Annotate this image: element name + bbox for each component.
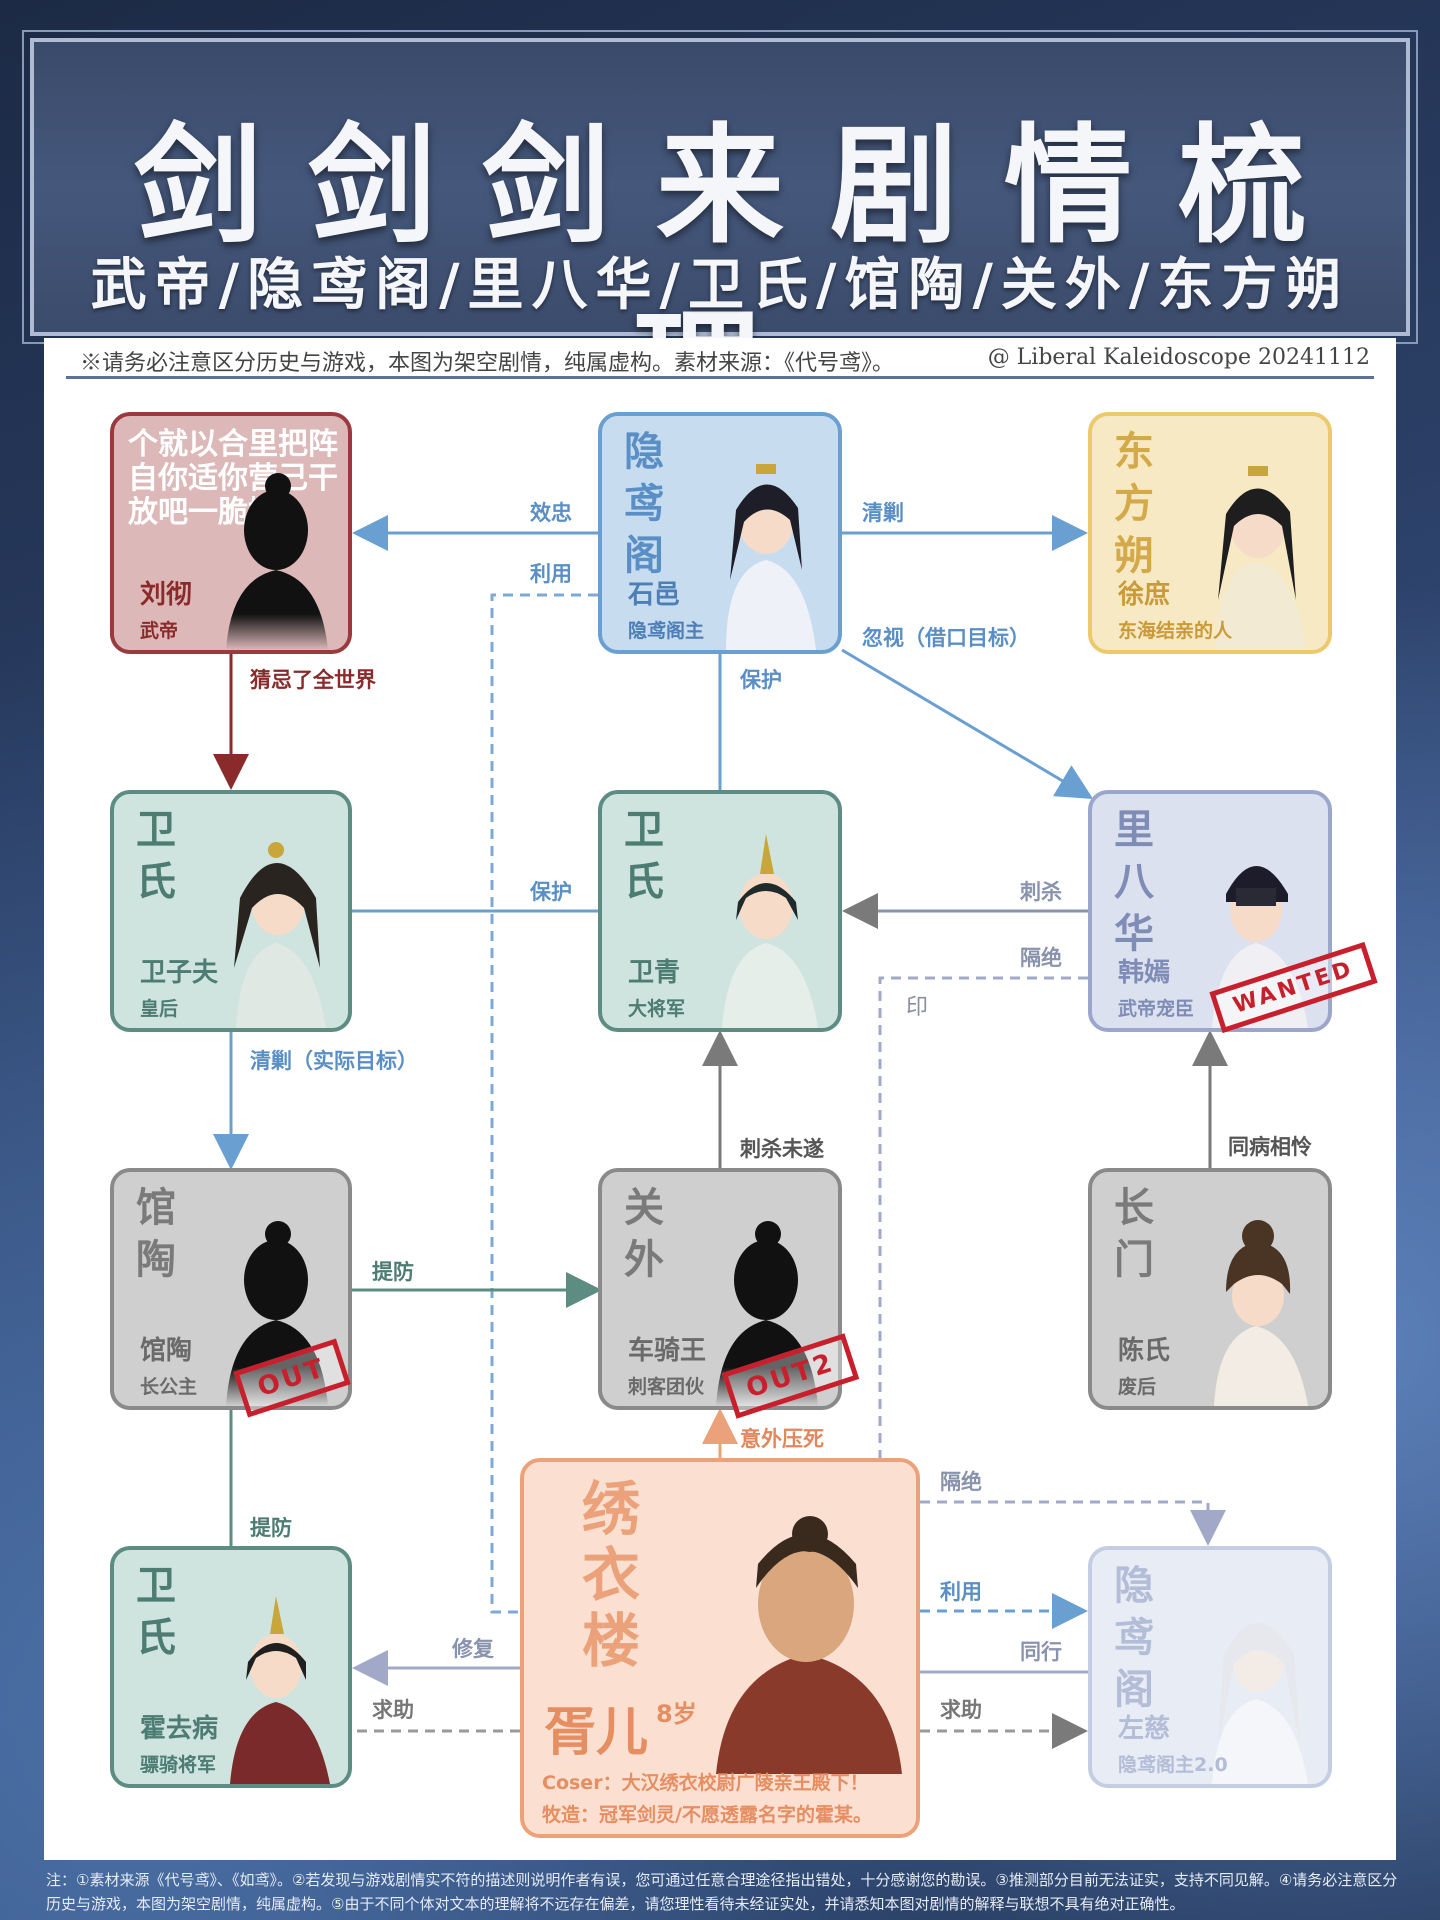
silhouette-icon <box>716 1221 818 1406</box>
node-xiuyilou[interactable]: 绣衣楼 胥儿 8岁 Coser：大汉绣衣校尉广陵亲王殿下！ 牧造：冠军剑灵/不愿… <box>520 1458 920 1838</box>
node-glyph: 隐鸢阁 <box>624 429 664 579</box>
node-glyph: 卫氏 <box>136 1563 176 1661</box>
label-tongbing: 同病相怜 <box>1228 1135 1312 1159</box>
node-glyph: 隐鸢阁 <box>1114 1563 1154 1713</box>
label-liyong2: 利用 <box>940 1580 982 1604</box>
edge-gejue2 <box>920 1500 1226 1546</box>
credit: @ Liberal Kaleidoscope 20241112 <box>987 345 1370 370</box>
label-yiwai: 意外压死 <box>740 1427 824 1451</box>
label-qingjiao2: 清剿（实际目标） <box>250 1049 418 1073</box>
edge-hushi <box>841 648 1094 800</box>
node-yinyuange[interactable]: 隐鸢阁 石邑 隐鸢阁主 <box>598 412 842 654</box>
page-subtitle: 武帝/隐鸢阁/里八华/卫氏/馆陶/关外/东方朔 <box>90 253 1350 318</box>
label-gejue2: 隔绝 <box>940 1470 982 1494</box>
node-weiqing[interactable]: 卫氏 卫青 大将军 <box>598 790 842 1032</box>
node-name: 韩嫣 <box>1118 958 1171 988</box>
node-liuche[interactable]: 个就以合里把阵自你适你营己干放吧一脆娜 刘彻 武帝 <box>110 412 352 654</box>
footnote: 注：①素材来源《代号鸢》、《如鸢》。②若发现与游戏剧情实不符的描述则说明作者有误… <box>46 1871 1398 1913</box>
node-role: 隐鸢阁主 <box>628 620 705 642</box>
node-role: 隐鸢阁主2.0 <box>1118 1754 1228 1776</box>
label-caiji: 猜忌了全世界 <box>250 668 376 692</box>
character-portrait-icon <box>726 464 816 650</box>
character-portrait-icon <box>1212 866 1308 1028</box>
node-glyph: 东方朔 <box>1114 429 1154 579</box>
label-baohu1: 保护 <box>740 668 782 692</box>
node-glyph: 绣衣楼 <box>582 1475 641 1675</box>
node-weizifu[interactable]: 卫氏 卫子夫 皇后 <box>110 790 352 1032</box>
node-name: 车骑王 <box>628 1336 707 1366</box>
node-name: 霍去病 <box>140 1714 219 1744</box>
divider <box>66 376 1374 379</box>
node-name: 刘彻 <box>140 580 193 610</box>
character-portrait-icon <box>234 842 326 1028</box>
node-dongfangshuo[interactable]: 东方朔 徐庶 东海结亲的人 <box>1088 412 1332 654</box>
node-name: 卫子夫 <box>140 958 219 988</box>
node-role: 武帝宠臣 <box>1118 998 1195 1020</box>
node-name: 卫青 <box>628 958 681 988</box>
node-role: 东海结亲的人 <box>1118 620 1233 642</box>
node-role: 大将军 <box>628 998 686 1020</box>
node-role: 刺客团伙 <box>628 1376 705 1398</box>
edge-liyong1 <box>490 593 598 1614</box>
silhouette-icon <box>226 1221 328 1406</box>
node-glyph: 卫氏 <box>624 807 664 905</box>
label-tifang1: 提防 <box>372 1260 414 1284</box>
node-guantao[interactable]: 馆陶 馆陶 长公主 <box>110 1168 352 1410</box>
node-role: 骠骑将军 <box>140 1754 217 1776</box>
node-name: 胥儿 <box>544 1703 649 1763</box>
label-qiuzhu1: 求助 <box>372 1698 414 1722</box>
label-qingjiao1: 清剿 <box>862 501 904 525</box>
node-name: 徐庶 <box>1118 580 1171 610</box>
node-libahua[interactable]: 里八华 韩嫣 武帝宠臣 <box>1088 790 1332 1032</box>
node-voice: 牧造：冠军剑灵/不愿透露名字的霍某。 <box>542 1804 872 1826</box>
node-role: 长公主 <box>140 1376 198 1398</box>
disclaimer-text: ※请务必注意区分历史与游戏，本图为架空剧情，纯属虚构。素材来源：《代号鸢》。 <box>80 351 895 376</box>
node-role: 皇后 <box>140 998 179 1020</box>
node-role: 废后 <box>1118 1376 1157 1398</box>
label-cishaweisui: 刺杀未遂 <box>740 1137 824 1161</box>
edge-gejue1 <box>878 976 1088 1458</box>
node-yinyuange2[interactable]: 隐鸢阁 左慈 隐鸢阁主2.0 <box>1088 1546 1332 1788</box>
node-glyph: 卫氏 <box>136 807 176 905</box>
character-portrait-icon <box>716 1516 902 1774</box>
node-glyph: 里八华 <box>1114 807 1154 957</box>
node-name: 石邑 <box>628 580 681 610</box>
character-portrait-icon <box>1214 1220 1308 1406</box>
label-cisha: 刺杀 <box>1020 880 1062 904</box>
node-glyph: 关外 <box>624 1185 664 1283</box>
label-gejue1: 隔绝 <box>1020 946 1062 970</box>
label-xiufu: 修复 <box>452 1637 494 1661</box>
node-role: 武帝 <box>140 620 179 642</box>
node-guanwai[interactable]: 关外 车骑王 刺客团伙 <box>598 1168 842 1410</box>
character-portrait-icon <box>722 834 818 1028</box>
label-tongxing: 同行 <box>1020 1640 1062 1664</box>
label-liyong1: 利用 <box>530 562 572 586</box>
label-tifang2: 提防 <box>250 1516 292 1540</box>
node-huoqubing[interactable]: 卫氏 霍去病 骠骑将军 <box>110 1546 352 1788</box>
node-age: 8岁 <box>656 1700 697 1728</box>
node-changmen[interactable]: 长门 陈氏 废后 <box>1088 1168 1332 1410</box>
label-qiuzhu2: 求助 <box>940 1698 982 1722</box>
character-portrait-icon <box>1212 1623 1308 1784</box>
label-xiaozhong: 效忠 <box>530 501 572 525</box>
node-glyph: 馆陶 <box>136 1185 176 1283</box>
node-name: 左慈 <box>1118 1714 1171 1744</box>
character-portrait-icon <box>230 1596 330 1784</box>
label-baohu2: 保护 <box>530 880 572 904</box>
disclaimer: ※请务必注意区分历史与游戏，本图为架空剧情，纯属虚构。素材来源：《代号鸢》。 @… <box>80 345 1370 377</box>
silhouette-icon <box>226 473 328 650</box>
character-portrait-icon <box>1216 466 1306 650</box>
node-glyph: 长门 <box>1114 1185 1154 1283</box>
node-name: 陈氏 <box>1118 1336 1171 1366</box>
seal-marks: 印 <box>905 995 928 1020</box>
label-hushi: 忽视（借口目标） <box>862 626 1030 650</box>
title-banner: 剑剑剑来剧情梳理 武帝/隐鸢阁/里八华/卫氏/馆陶/关外/东方朔 <box>22 30 1418 446</box>
node-coser: Coser：大汉绣衣校尉广陵亲王殿下！ <box>542 1772 869 1794</box>
node-name: 馆陶 <box>140 1336 193 1366</box>
